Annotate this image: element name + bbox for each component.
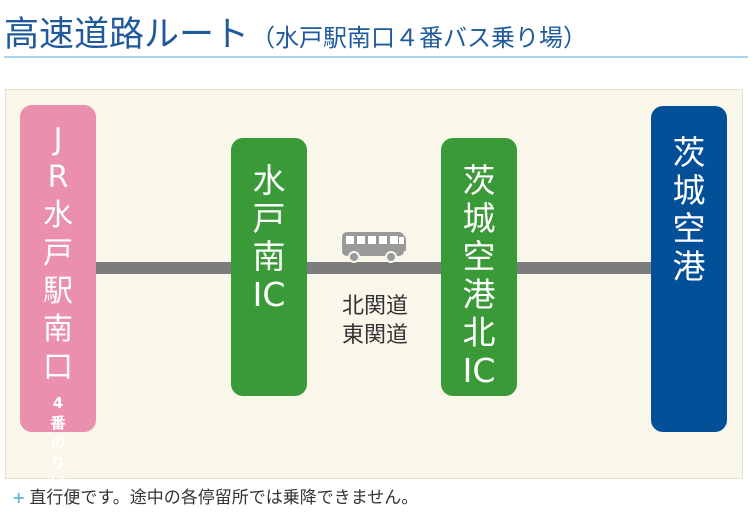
stop-ibaraki-airport-kita-ic: 茨 城 空 港 北 IC xyxy=(441,138,517,396)
stop-char: 水 xyxy=(43,198,73,233)
stop-char: 空 xyxy=(672,209,706,248)
platform-char: り xyxy=(50,454,66,472)
stop-char: 水 xyxy=(252,161,286,200)
stop-char: 駅 xyxy=(43,274,73,309)
stop-mito-minami-ic: 水 戸 南 IC xyxy=(231,138,307,396)
note-text: 直行便です。途中の各停留所では乗降できません。 xyxy=(29,488,419,508)
bus-icon xyxy=(342,232,406,263)
plus-icon: + xyxy=(12,488,26,507)
route-line: 東関道 xyxy=(341,323,408,348)
stop-mito-minami-ic-label: 水 戸 南 IC xyxy=(253,162,286,314)
stop-mito-station-label: J R 水 戸 駅 南 口 xyxy=(43,121,73,387)
page-title: 高速道路ルート（水戸駅南口４番バス乗り場） xyxy=(4,6,587,57)
stop-char: J xyxy=(53,122,63,157)
platform-char: ば xyxy=(50,474,66,492)
stop-char: 戸 xyxy=(252,199,286,238)
stop-char: 北 xyxy=(462,313,496,352)
route-expressway-names: 北関道 東関道 xyxy=(330,292,420,350)
stop-char: 城 xyxy=(462,199,496,238)
platform-char: 番 xyxy=(50,414,66,432)
title-main: 高速道路ルート xyxy=(4,15,250,55)
title-divider xyxy=(4,56,748,58)
platform-char: の xyxy=(50,434,66,452)
service-note: +直行便です。途中の各停留所では乗降できません。 xyxy=(12,483,418,508)
stop-char: 南 xyxy=(43,312,73,347)
stop-char: 茨 xyxy=(462,161,496,200)
stop-char: 港 xyxy=(672,247,706,286)
stop-ibaraki-airport-kita-ic-label: 茨 城 空 港 北 IC xyxy=(463,162,496,390)
stop-char: R xyxy=(47,160,69,195)
stop-char: 戸 xyxy=(43,236,73,271)
stop-char: 茨 xyxy=(672,133,706,172)
stop-ibaraki-airport: 茨 城 空 港 xyxy=(651,106,727,432)
stop-char: IC xyxy=(252,275,286,314)
stop-char: 空 xyxy=(462,237,496,276)
stop-mito-station: J R 水 戸 駅 南 口 4 番 の り ば xyxy=(20,105,96,492)
stop-char: 城 xyxy=(672,171,706,210)
stop-char: 港 xyxy=(462,275,496,314)
platform-char: 4 xyxy=(52,394,64,412)
route-diagram-panel xyxy=(5,89,743,479)
stop-mito-station-platform: 4 番 の り ば xyxy=(50,393,65,493)
stop-char: 口 xyxy=(43,350,73,385)
highway-road xyxy=(95,262,655,274)
stop-ibaraki-airport-label: 茨 城 空 港 xyxy=(673,134,706,286)
stop-char: IC xyxy=(462,351,496,390)
title-sub: （水戸駅南口４番バス乗り場） xyxy=(251,24,588,52)
stop-char: 南 xyxy=(252,237,286,276)
route-line: 北関道 xyxy=(341,294,408,319)
